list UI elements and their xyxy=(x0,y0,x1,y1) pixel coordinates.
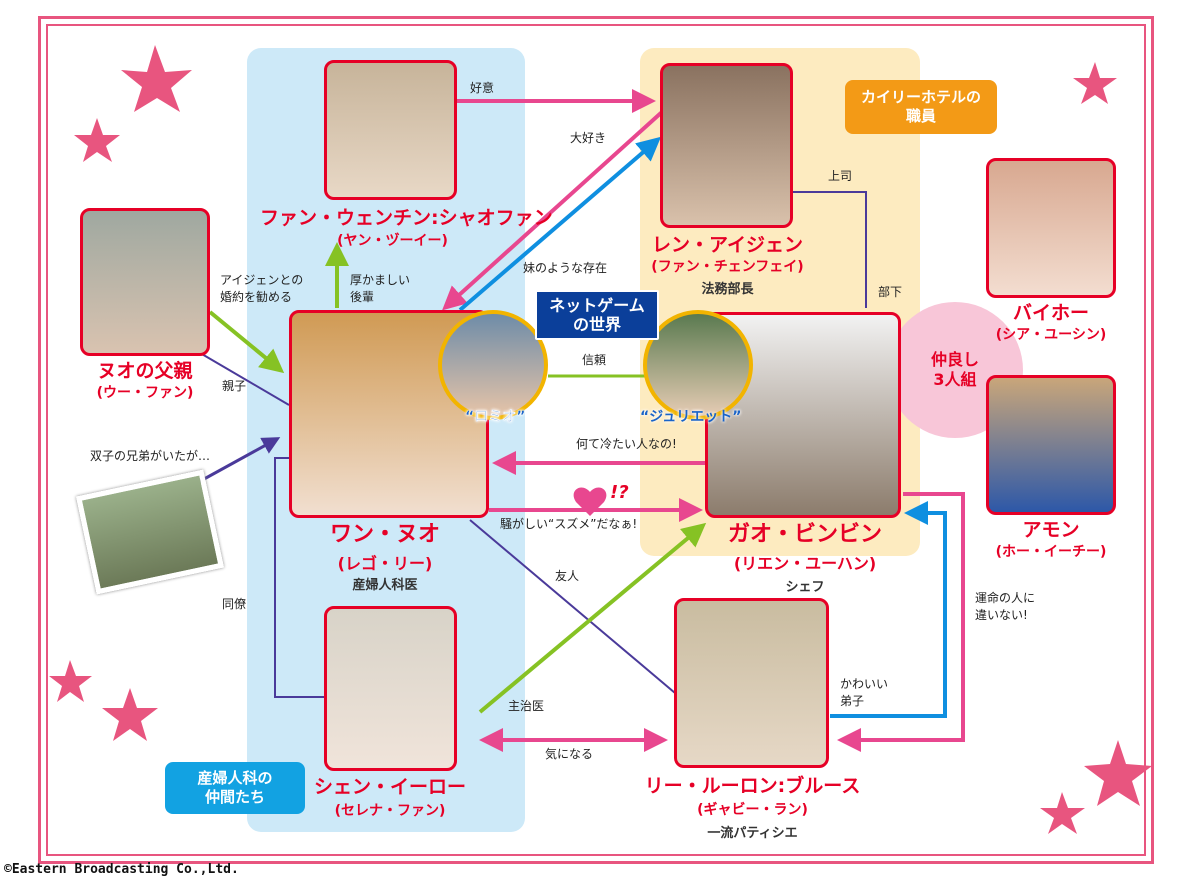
netgame-label: ネットゲーム の世界 xyxy=(535,290,659,340)
rel-doctor: 主治医 xyxy=(508,699,545,713)
gao-role: シェフ xyxy=(785,580,825,595)
rel-junior: 厚かましい 後輩 xyxy=(350,273,411,304)
star-icon xyxy=(121,45,192,112)
gao-actor: (リエン・ユーハン) xyxy=(733,554,877,573)
li-name: リー・ルーロン:ブルース xyxy=(644,775,861,797)
photo-romeo xyxy=(438,310,548,420)
line-pupil xyxy=(830,501,947,718)
star-icon xyxy=(74,118,120,162)
rel-parent: 親子 xyxy=(222,379,247,393)
wan-actor: (レゴ・リー) xyxy=(337,554,433,573)
ren-role: 法務部長 xyxy=(701,282,754,297)
copyright: ©Eastern Broadcasting Co.,Ltd. xyxy=(4,862,239,877)
gao-name: ガオ・ビンビン xyxy=(727,522,882,547)
rel-subordinate: 部下 xyxy=(878,285,903,299)
photo-fan xyxy=(324,60,457,200)
line-doctor xyxy=(478,522,707,714)
fan-name: ファン・ウェンチン:シャオファン xyxy=(260,207,553,229)
rel-destiny: 運命の人に 違いない! xyxy=(975,591,1036,622)
line-parent xyxy=(194,349,290,406)
outer-frame xyxy=(38,16,1154,864)
photo-amon xyxy=(986,375,1116,515)
stars xyxy=(49,45,1152,834)
shen-actor: (セレナ・ファン) xyxy=(334,803,446,819)
line-friend xyxy=(469,519,676,694)
rel-noisy: 騒がしい“スズメ”だなぁ! xyxy=(500,517,638,531)
photo-juliet xyxy=(643,310,753,420)
juliet-tag: “ジュリエット” xyxy=(640,409,742,425)
star-icon xyxy=(1073,62,1117,104)
rel-care: 気になる xyxy=(545,747,594,761)
hotel-group-label: カイリーホテルの 職員 xyxy=(845,80,997,134)
line-sister xyxy=(458,136,662,312)
photo-shen xyxy=(324,606,457,771)
line-boss xyxy=(793,191,867,308)
trio-label: 仲良し 3人組 xyxy=(930,350,979,389)
photo-li xyxy=(674,598,829,768)
ren-name: レン・アイジェン xyxy=(651,234,804,256)
rel-love: 大好き xyxy=(570,131,607,145)
romeo-tag: “ロミオ” xyxy=(465,409,526,425)
rel-pupil: かわいい 弟子 xyxy=(840,677,889,708)
amon-name: アモン xyxy=(1022,519,1080,541)
photo-bai xyxy=(986,158,1116,298)
line-destiny xyxy=(837,492,965,752)
rel-colleague: 同僚 xyxy=(222,597,247,611)
photo-father xyxy=(80,208,210,356)
inner-frame xyxy=(46,24,1146,856)
hospital-group-label: 産婦人科の 仲間たち xyxy=(165,762,305,814)
rel-boss: 上司 xyxy=(828,169,853,183)
photo-ren xyxy=(660,63,793,228)
rel-like: 好意 xyxy=(470,81,495,95)
line-twin xyxy=(194,437,281,486)
rel-trust: 信頼 xyxy=(582,353,607,367)
father-actor: (ウー・ファン) xyxy=(96,385,194,401)
ren-actor: (ファン・チェンフェイ) xyxy=(651,259,804,275)
rel-sister: 妹のような存在 xyxy=(523,261,608,275)
rel-cold: 何て冷たい人なの! xyxy=(576,437,677,451)
amon-actor: (ホー・イーチー) xyxy=(995,544,1107,560)
wan-role: 産婦人科医 xyxy=(352,578,418,593)
wan-name: ワン・ヌオ xyxy=(329,522,440,547)
rel-surprise: !? xyxy=(610,482,629,503)
star-icon xyxy=(1084,740,1152,806)
bai-actor: (シア・ユーシン) xyxy=(995,327,1107,343)
line-love xyxy=(442,110,664,311)
shen-name: シェン・イーロー xyxy=(313,776,466,798)
rel-recommend: アイジェンとの 婚約を勧める xyxy=(220,273,304,304)
star-icon xyxy=(1040,792,1085,834)
heart-icon xyxy=(573,487,607,516)
rel-twin: 双子の兄弟がいたが… xyxy=(90,449,211,463)
star-icon xyxy=(49,660,92,702)
star-icon xyxy=(102,688,158,741)
line-recommend xyxy=(208,310,285,374)
li-actor: (ギャビー・ラン) xyxy=(697,802,808,818)
fan-actor: (ヤン・ヅーイー) xyxy=(337,233,448,249)
rel-friend: 友人 xyxy=(555,569,580,583)
father-name: ヌオの父親 xyxy=(97,360,193,382)
line-colleague xyxy=(274,457,324,698)
li-role: 一流パティシエ xyxy=(707,826,798,841)
bai-name: バイホー xyxy=(1012,302,1089,324)
